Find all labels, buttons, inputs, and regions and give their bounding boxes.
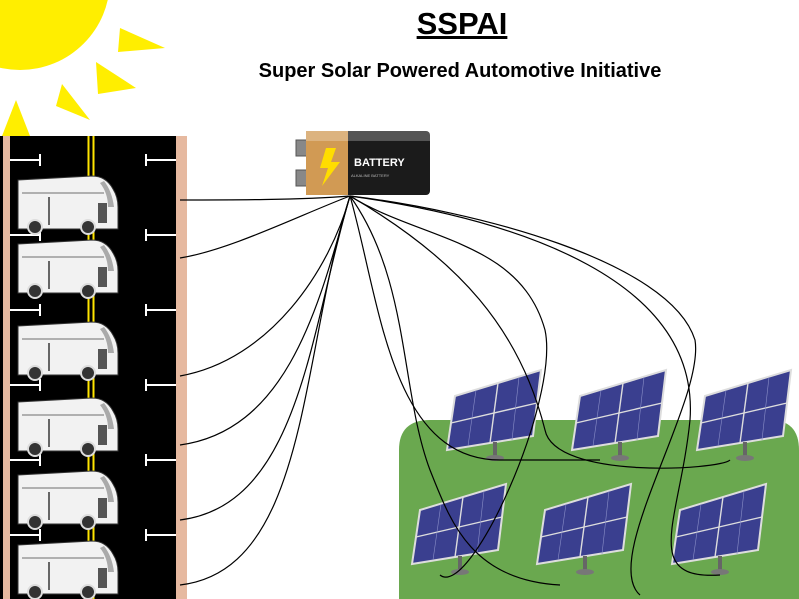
diagram-subtitle: Super Solar Powered Automotive Initiativ… bbox=[258, 60, 662, 82]
battery-sublabel: ALKALINE BATTERY bbox=[351, 173, 390, 178]
lightning-icon bbox=[320, 148, 340, 186]
sun-icon bbox=[0, 0, 165, 136]
battery-icon: BATTERY ALKALINE BATTERY bbox=[295, 131, 430, 195]
bus-icon bbox=[17, 175, 119, 235]
diagram-title: SSPAI bbox=[416, 6, 508, 41]
bus-icon bbox=[17, 540, 119, 599]
bus-icon bbox=[17, 239, 119, 299]
sidewalk-left bbox=[3, 136, 10, 599]
wires bbox=[179, 195, 731, 596]
bus-icon bbox=[17, 397, 119, 457]
battery-label: BATTERY bbox=[354, 157, 405, 169]
bus-icon bbox=[17, 321, 119, 381]
sidewalk-right bbox=[176, 136, 187, 599]
bus-icon bbox=[17, 470, 119, 530]
parking-lines bbox=[10, 154, 176, 541]
